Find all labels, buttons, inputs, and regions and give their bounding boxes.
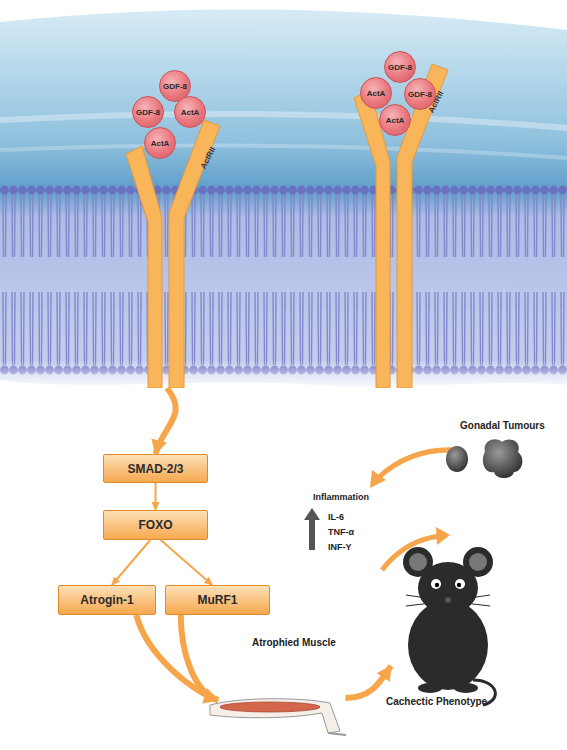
cytokine-label: INF-Y <box>328 542 352 552</box>
ligand-circle: GDF-8 <box>132 96 164 128</box>
cytokine-label: TNF-α <box>328 527 354 537</box>
process-box: MuRF1 <box>165 585 270 615</box>
receptor-shape: ActRII <box>122 118 222 388</box>
box-label: Atrogin-1 <box>80 593 133 607</box>
ligand-circle: GDF-8 <box>404 78 436 110</box>
flow-arrow <box>156 388 176 454</box>
ligand-label: ActA <box>386 116 405 125</box>
ligand-label: ActA <box>151 139 170 148</box>
node-heading: Cachectic Phenotype <box>386 696 487 707</box>
ligand-circle: ActA <box>379 104 411 136</box>
ligand-label: GDF-8 <box>136 108 160 117</box>
flow-arrow <box>136 615 218 700</box>
flow-arrow <box>155 483 157 510</box>
process-box: Atrogin-1 <box>58 585 156 615</box>
muscle-illustration <box>200 635 350 740</box>
increase-arrow <box>304 508 320 550</box>
node-heading: Gonadal Tumours <box>460 420 545 431</box>
box-label: MuRF1 <box>198 593 238 607</box>
flow-arrow <box>161 540 213 585</box>
ligand-circle: ActA <box>174 96 206 128</box>
ligand-label: GDF-8 <box>388 63 412 72</box>
flow-arrow <box>181 615 218 700</box>
ligand-label: GDF-8 <box>408 90 432 99</box>
ligand-label: ActA <box>181 108 200 117</box>
ligand-circle: ActA <box>360 77 392 109</box>
illustration-node: Cachectic Phenotype <box>378 540 508 715</box>
illustration-node: Atrophied Muscle <box>200 635 350 740</box>
ligand-label: ActA <box>367 89 386 98</box>
box-label: SMAD-2/3 <box>127 462 183 476</box>
illustration-node: Gonadal Tumours <box>430 412 550 482</box>
node-heading: Atrophied Muscle <box>252 637 336 648</box>
flow-arrow <box>112 540 150 585</box>
box-label: FOXO <box>138 518 172 532</box>
process-box: FOXO <box>103 510 208 540</box>
cytokine-label: IL-6 <box>328 512 344 522</box>
group-label: Inflammation <box>313 492 369 502</box>
flow-arrow <box>346 666 392 698</box>
ligand-circle: ActA <box>144 127 176 159</box>
ligand-label: GDF-8 <box>163 82 187 91</box>
ligand-circle: GDF-8 <box>384 51 416 83</box>
process-box: SMAD-2/3 <box>103 454 208 483</box>
mouse-illustration <box>378 540 508 715</box>
